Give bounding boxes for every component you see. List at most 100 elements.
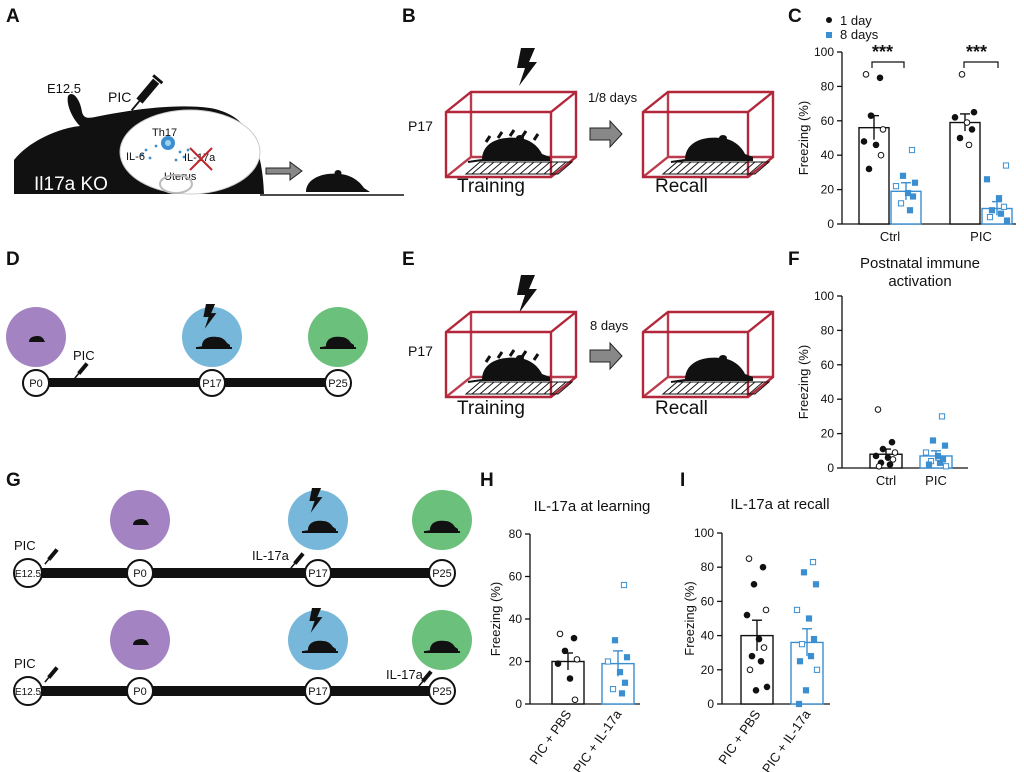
training-cage-b [444, 90, 578, 179]
significance-bracket-pic [963, 61, 999, 68]
training-label-b: Training [457, 176, 525, 197]
data-point [995, 195, 1003, 202]
g1-marker-p25 [428, 559, 456, 587]
timeline-bar-d [36, 378, 339, 387]
data-point [760, 644, 768, 651]
data-point [879, 126, 887, 133]
data-point [906, 207, 914, 214]
data-point [623, 654, 631, 661]
data-point [812, 581, 820, 588]
data-point [897, 200, 905, 207]
data-point [970, 108, 978, 116]
g2-injection-label: PIC [14, 656, 36, 671]
chart-f-title-line2: activation [888, 273, 951, 290]
data-point [904, 189, 912, 197]
y-tick-label: 0 [827, 217, 834, 231]
data-point [958, 71, 966, 78]
data-point [997, 210, 1005, 217]
data-point [1003, 217, 1011, 224]
pup-mouse-icon [306, 170, 370, 192]
data-point [620, 581, 628, 589]
y-tick-label: 60 [821, 358, 835, 372]
data-point [611, 637, 619, 644]
legend-label-8days: 8 days [840, 27, 879, 42]
timepoint-marker-p17 [198, 369, 226, 397]
panel-i: I IL-17a at recall 020406080100Freezing … [680, 470, 830, 772]
y-tick-label: 80 [821, 79, 835, 93]
bolt-icon-e [517, 275, 537, 313]
uterus-inset [119, 109, 261, 195]
g1-marker-e125 [13, 558, 43, 588]
g1-marker-p0 [126, 559, 154, 587]
panel-label-a: A [6, 6, 20, 27]
legend-marker-8days [826, 32, 832, 38]
data-point [1002, 162, 1010, 169]
age-label-b: P17 [408, 118, 433, 134]
significance-ctrl: *** [872, 42, 893, 62]
data-point [807, 653, 815, 660]
y-axis-label: Freezing (%) [796, 345, 811, 419]
g1-marker-p17 [304, 559, 332, 587]
g1-pup-mouse-icon [133, 519, 149, 525]
g2-marker-p0 [126, 677, 154, 705]
g1-p17-stage-circle [288, 490, 348, 550]
data-point [763, 683, 771, 691]
data-point [872, 452, 880, 460]
panel-label-g: G [6, 470, 21, 491]
g2-bolt-icon [309, 608, 323, 633]
g1-timepoint-p0: P0 [133, 568, 146, 580]
pup-mouse-icon-d1 [29, 336, 45, 342]
g2-timepoint-e125: E12.5 [15, 687, 42, 698]
panel-e: E P17 8 days Training Recall [402, 249, 775, 419]
data-point [986, 214, 994, 221]
data-point [795, 700, 803, 708]
data-point [899, 172, 907, 179]
g2-pup-mouse-icon [133, 639, 149, 645]
uterus-outline [159, 174, 193, 194]
timepoint-marker-p25 [324, 369, 352, 397]
cytokine-dots [140, 144, 190, 162]
data-point [929, 437, 937, 444]
g1-bolt-icon [309, 488, 323, 513]
panel-a: A Th17 IL-6 IL-17a Uterus E12.5 PIC Il17… [6, 6, 404, 196]
data-point [862, 71, 870, 78]
panel-label-e: E [402, 249, 415, 270]
data-point [925, 461, 933, 468]
data-point [757, 657, 765, 665]
data-point [983, 176, 991, 183]
data-point [759, 563, 767, 571]
chart-i-title: IL-17a at recall [730, 496, 829, 513]
genotype-label: Il17a KO [34, 174, 108, 195]
data-point [802, 687, 810, 694]
timepoint-label-d-p17: P17 [202, 378, 222, 390]
data-point [909, 193, 917, 200]
syringe-icon-d [74, 362, 89, 379]
data-point [746, 666, 754, 674]
training-cage-e [444, 310, 578, 399]
bar [949, 121, 981, 225]
g1-injection-label: PIC [14, 538, 36, 553]
y-tick-label: 80 [821, 323, 835, 337]
x-tick-label: Ctrl [880, 229, 900, 244]
panel-g: G PIC IL-17a E12.5 P0 P17 P25 [6, 470, 472, 706]
g1-timepoint-p17: P17 [308, 568, 328, 580]
x-tick-label: PIC + PBS [715, 707, 763, 767]
data-point [566, 675, 574, 682]
data-point [810, 635, 818, 643]
data-point [860, 138, 868, 145]
x-tick-label: PIC + IL-17a [759, 706, 814, 772]
data-point [798, 641, 806, 648]
y-tick-label: 60 [701, 594, 715, 608]
y-tick-label: 20 [821, 183, 835, 197]
g1-syringe-icon [44, 548, 59, 565]
il6-label: IL-6 [126, 151, 145, 163]
g2-p25-stage-circle [412, 610, 472, 670]
data-point [891, 449, 899, 456]
y-tick-label: 60 [821, 114, 835, 128]
legend-label-1day: 1 day [840, 13, 872, 28]
y-tick-label: 20 [509, 655, 523, 669]
data-point [755, 635, 763, 643]
data-point [571, 696, 579, 704]
y-tick-label: 100 [814, 289, 834, 303]
